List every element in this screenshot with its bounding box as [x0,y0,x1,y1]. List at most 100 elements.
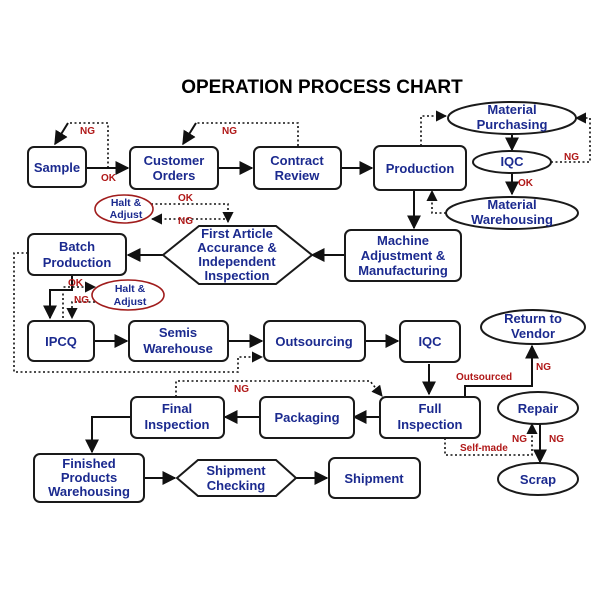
edge-ng-loop-to-full [175,380,383,397]
svg-text:Inspection: Inspection [144,417,209,432]
svg-text:Finished: Finished [62,456,116,471]
node-full-inspection: Full Inspection [379,396,481,439]
node-repair: Repair [497,391,579,425]
svg-text:Production: Production [386,161,455,176]
svg-text:Semis: Semis [159,325,197,340]
node-material-purchasing: Material Purchasing [447,101,577,135]
svg-text:Warehousing: Warehousing [48,484,130,499]
svg-text:Shipment: Shipment [344,471,404,486]
svg-text:Purchasing: Purchasing [477,117,548,132]
node-semis-warehouse: Semis Warehouse [128,320,229,362]
svg-text:Outsourcing: Outsourcing [275,334,352,349]
connectors [13,110,591,485]
node-ipcq: IPCQ [27,320,95,362]
svg-text:Halt &: Halt & [111,197,142,209]
label-ok-first-article: OK [178,193,194,204]
label-ng-return: NG [536,362,551,373]
edge-production-to-purchasing [420,110,448,146]
svg-text:Contract: Contract [270,153,324,168]
node-return-to-vendor: Return to Vendor [480,309,586,345]
svg-text:Scrap: Scrap [520,472,556,487]
edge-batch-to-outsourcing [13,252,264,373]
label-outsourced: Outsourced [456,372,512,383]
node-sample: Sample [27,146,87,188]
svg-text:Accurance &: Accurance & [197,240,276,255]
chart-title: OPERATION PROCESS CHART [181,77,463,98]
svg-text:Warehouse: Warehouse [143,341,213,356]
node-material-warehousing: Material Warehousing [445,196,579,230]
label-ng-contract: NG [222,126,237,137]
node-packaging: Packaging [259,396,355,439]
svg-text:Final: Final [162,401,192,416]
svg-text:Repair: Repair [518,401,558,416]
node-first-article: First Article Accurance & Independent In… [161,225,314,285]
node-shipment-checking: Shipment Checking [175,459,298,497]
svg-text:IQC: IQC [500,154,524,169]
annotations: NG OK NG NG OK OK NG OK NG NG Outsourced… [68,126,579,454]
svg-text:Adjust: Adjust [110,209,143,221]
svg-text:Warehousing: Warehousing [471,212,553,227]
label-ng-first-article: NG [178,216,193,227]
label-ng-repair-left: NG [512,434,527,445]
svg-text:Material: Material [487,197,536,212]
node-contract-review: Contract Review [253,146,342,190]
svg-text:Inspection: Inspection [397,417,462,432]
svg-text:Return to: Return to [504,311,562,326]
edge-final-to-finished [85,416,132,454]
edge-iqc-ng-loop [551,112,591,163]
label-ok-iqc-top: OK [518,178,534,189]
edge-ipcq-ok [62,281,97,318]
label-ok-ipcq: OK [68,278,84,289]
edge-full-to-return-vendor [464,344,539,404]
svg-text:Orders: Orders [153,168,196,183]
svg-text:Customer: Customer [144,153,205,168]
svg-text:Checking: Checking [207,478,266,493]
node-scrap: Scrap [497,462,579,496]
svg-text:IPCQ: IPCQ [45,334,77,349]
label-ng-iqc-top: NG [564,152,579,163]
edge-contract-ng-arrow [182,122,197,146]
svg-text:Full: Full [418,401,441,416]
svg-text:Sample: Sample [34,160,80,175]
label-self-made: Self-made [460,443,508,454]
svg-text:Adjustment &: Adjustment & [361,248,446,263]
nodes: Sample Customer Orders Contract Review P… [27,101,586,503]
svg-text:Review: Review [275,168,321,183]
label-ng-repair-right: NG [549,434,564,445]
node-machine-adjustment: Machine Adjustment & Manufacturing [344,229,462,282]
svg-text:First Article: First Article [201,226,273,241]
svg-text:Halt &: Halt & [115,283,146,295]
svg-text:Manufacturing: Manufacturing [358,263,448,278]
svg-text:Shipment: Shipment [206,463,266,478]
edge-sample-ng-arrow [54,122,69,146]
svg-text:Machine: Machine [377,233,429,248]
node-batch-production: Batch Production [27,233,127,276]
node-halt-adjust-1: Halt & Adjust [94,194,154,224]
node-outsourcing: Outsourcing [263,320,366,362]
label-ng-sample: NG [80,126,95,137]
node-final-inspection: Final Inspection [130,396,225,439]
svg-text:Batch: Batch [59,239,95,254]
node-shipment: Shipment [328,457,421,499]
edge-batch-to-ipcq [43,275,73,320]
svg-text:Inspection: Inspection [204,268,269,283]
edge-contract-ng-loop [196,122,299,146]
svg-text:Vendor: Vendor [511,326,555,341]
node-production: Production [373,145,467,191]
edge-ipcq-ng [66,301,95,320]
node-iqc-top: IQC [472,150,552,174]
label-ng-outsource-loop: NG [234,384,249,395]
node-halt-adjust-2: Halt & Adjust [91,279,165,311]
node-iqc-mid: IQC [399,320,461,363]
svg-text:Adjust: Adjust [114,296,147,308]
svg-text:Production: Production [43,255,112,270]
svg-text:IQC: IQC [418,334,442,349]
svg-text:Products: Products [61,470,117,485]
svg-text:Material: Material [487,102,536,117]
edge-first-article-ok [151,203,234,224]
svg-text:Packaging: Packaging [274,410,339,425]
label-ng-ipcq: NG [74,295,89,306]
svg-text:Independent: Independent [198,254,276,269]
edge-full-to-repair [444,422,538,456]
